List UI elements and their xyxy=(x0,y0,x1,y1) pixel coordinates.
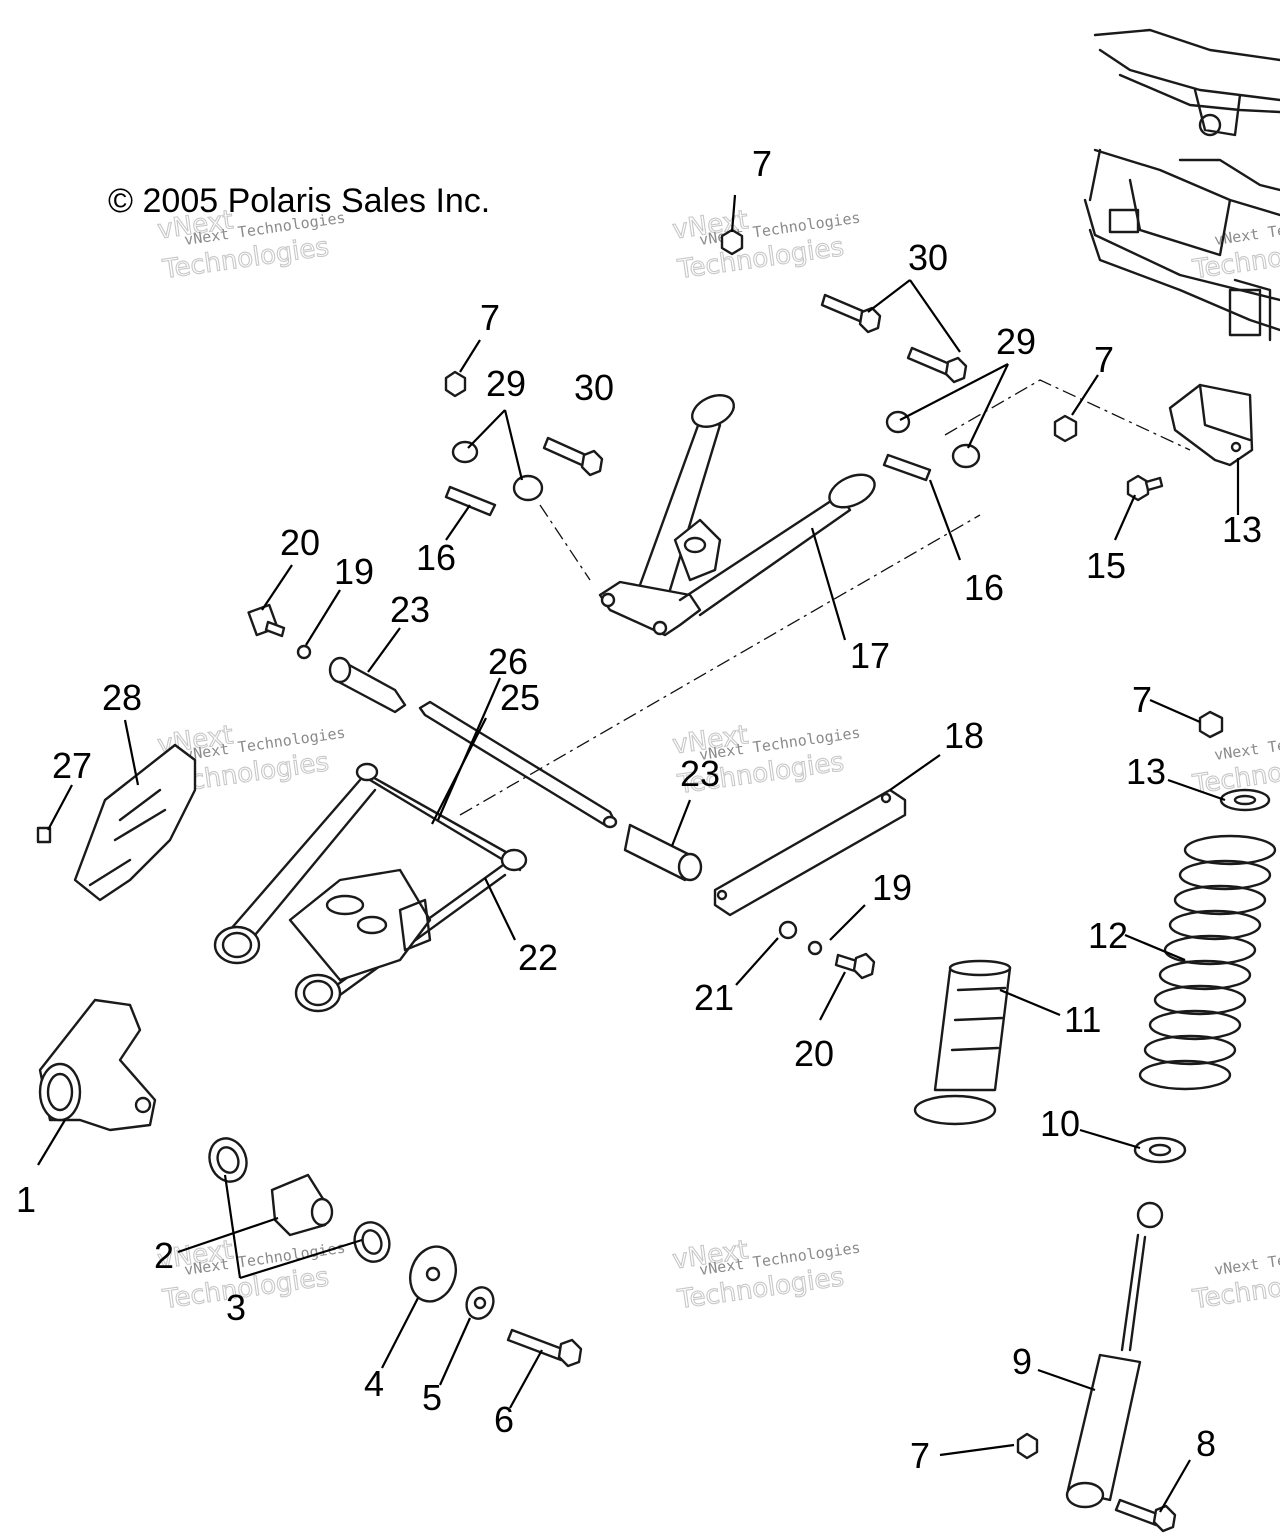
callout-6: 6 xyxy=(494,1399,514,1440)
callout-7: 7 xyxy=(480,297,500,338)
callout-7: 7 xyxy=(1094,339,1114,380)
nut xyxy=(1198,710,1224,739)
callout-17: 16 xyxy=(964,567,1004,608)
callout-26: 26 xyxy=(488,641,528,682)
callout-20: 19 xyxy=(334,551,374,592)
callout-22: 21 xyxy=(694,977,734,1018)
callout-3: 3 xyxy=(226,1287,246,1328)
callout-7: 7 xyxy=(910,1435,930,1476)
bearing-cup xyxy=(208,1137,248,1183)
bolt xyxy=(820,293,882,334)
callout-29: 29 xyxy=(486,363,526,404)
callout-23: 23 xyxy=(390,589,430,630)
pin xyxy=(444,485,497,517)
callout-8: 8 xyxy=(1196,1423,1216,1464)
callout-19: 18 xyxy=(944,715,984,756)
callout-12: 12 xyxy=(1088,915,1128,956)
callout-16: 15 xyxy=(1086,545,1126,586)
bolt xyxy=(834,952,876,980)
callout-23: 23 xyxy=(680,753,720,794)
watermark-text: vNext Technologies xyxy=(1213,1239,1280,1279)
pivot-shaft xyxy=(418,700,618,829)
spring-retainer-bottom xyxy=(1133,1136,1187,1164)
callout-29: 29 xyxy=(996,321,1036,362)
pin xyxy=(882,453,932,482)
callout-21: 20 xyxy=(280,522,320,563)
callout-1: 1 xyxy=(16,1179,36,1220)
callout-18: 17 xyxy=(850,635,890,676)
bushing-upper xyxy=(328,656,407,714)
callout-5: 5 xyxy=(422,1377,442,1418)
coil-spring xyxy=(1138,834,1277,1091)
callout-30: 30 xyxy=(574,367,614,408)
callout-7: 7 xyxy=(752,143,772,184)
callout-4: 4 xyxy=(364,1363,384,1404)
bolt xyxy=(247,603,286,638)
shock-boot xyxy=(913,959,1012,1126)
callout-20: 19 xyxy=(872,867,912,908)
washer xyxy=(296,644,823,1320)
callout-28: 28 xyxy=(102,677,142,718)
bolt xyxy=(542,436,604,477)
callout-17: 16 xyxy=(416,537,456,578)
nut xyxy=(1016,1432,1039,1460)
leader-lines xyxy=(37,194,1240,1513)
bushing-lower xyxy=(623,823,703,882)
callout-2: 2 xyxy=(154,1235,174,1276)
hub-knuckle xyxy=(38,998,157,1132)
bearing-cup xyxy=(353,1221,391,1263)
spring-retainer-top xyxy=(1219,788,1271,812)
bolt xyxy=(906,346,968,384)
copyright-notice: © 2005 Polaris Sales Inc. xyxy=(108,182,491,220)
shock-absorber xyxy=(1065,1201,1164,1509)
nut xyxy=(720,228,744,256)
callout-30: 30 xyxy=(908,237,948,278)
bolt xyxy=(1114,1498,1177,1533)
callout-11: 11 xyxy=(1064,999,1101,1040)
nut xyxy=(1053,414,1078,443)
frame-section xyxy=(1083,28,1280,342)
callout-15: 13 xyxy=(1222,509,1262,550)
callout-7: 7 xyxy=(1132,679,1152,720)
centerline xyxy=(539,504,591,581)
nut xyxy=(444,370,467,398)
callout-25: 25 xyxy=(500,677,540,718)
spacer-sleeve xyxy=(270,1173,334,1237)
centerline xyxy=(459,514,981,816)
callout-27: 27 xyxy=(52,745,92,786)
shock-mount-bracket xyxy=(1168,383,1254,467)
upper-a-arm xyxy=(598,394,876,637)
callout-21: 20 xyxy=(794,1033,834,1074)
screw xyxy=(36,826,52,844)
callouts: 7 7 7 7 7 30 30 29 29 13 15 16 16 17 18 … xyxy=(16,143,1262,1476)
callout-13: 13 xyxy=(1126,751,1166,792)
callout-9: 9 xyxy=(1012,1341,1032,1382)
skid-guard xyxy=(73,743,197,902)
callout-10: 10 xyxy=(1040,1103,1080,1144)
bolt xyxy=(1126,474,1164,502)
callout-24: 22 xyxy=(518,937,558,978)
lower-a-arm xyxy=(213,762,528,1013)
centerline xyxy=(944,379,1191,451)
bolt xyxy=(506,1328,583,1368)
